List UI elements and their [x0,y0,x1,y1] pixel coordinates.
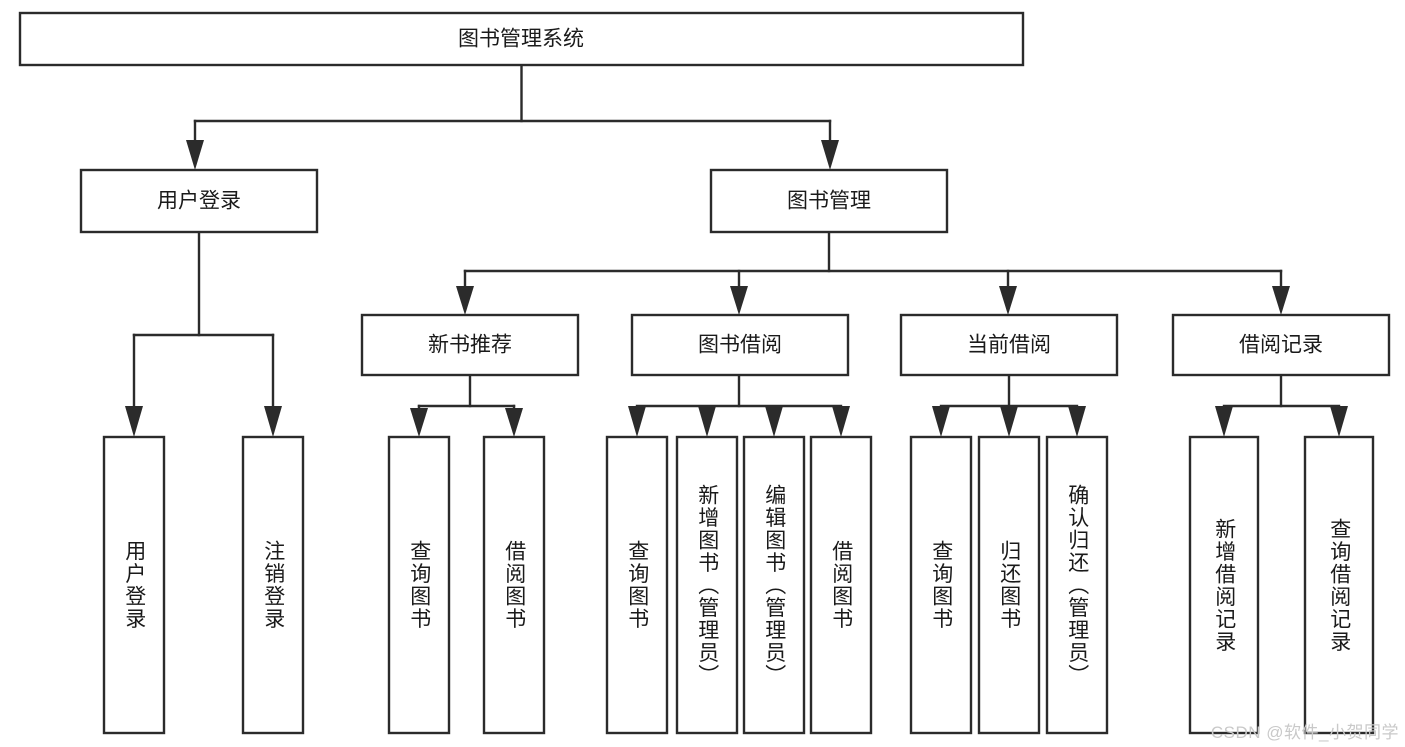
arrow-leaf-add-record [1215,406,1233,437]
leaf-box-add-record[interactable] [1188,435,1260,735]
arrow-leaf-user-login [125,406,143,437]
nodes-group: 图书管理系统 用户登录 图书管理 新书推荐 图书借阅 当前借阅 借阅记录 [18,11,1391,735]
node-book-mgmt-label: 图书管理 [787,190,871,213]
arrow-to-current [999,286,1017,315]
node-root-label: 图书管理系统 [458,28,584,51]
arrow-to-borrow [730,286,748,315]
node-borrow-book-box[interactable] [630,313,850,377]
leaf-box-query-book-2[interactable] [605,435,669,735]
leaf-box-logout[interactable] [241,435,305,735]
node-borrow-book-label: 图书借阅 [698,334,782,357]
node-current-borrow-box[interactable] [899,313,1119,377]
node-user-login-box[interactable] [79,168,319,234]
arrow-leaf-confirm-return [1068,406,1086,437]
arrow-to-records [1272,286,1290,315]
leaf-box-borrow-book-1[interactable] [482,435,546,735]
arrow-to-new-book [456,286,474,315]
node-new-book-label: 新书推荐 [428,334,512,357]
node-current-borrow-label: 当前借阅 [967,334,1051,357]
leaf-box-query-book-1[interactable] [387,435,451,735]
arrow-leaf-query-record [1330,406,1348,437]
arrow-to-book-mgmt [821,140,839,170]
node-borrow-record-box[interactable] [1171,313,1391,377]
leaf-box-edit-book[interactable] [742,435,806,735]
leaf-box-return-book[interactable] [977,435,1041,735]
leaf-box-user-login[interactable] [102,435,166,735]
leaf-box-borrow-book-2[interactable] [809,435,873,735]
arrow-leaf-borrow-book-1 [505,408,523,437]
arrow-leaf-query-book-1 [410,408,428,437]
node-new-book-box[interactable] [360,313,580,377]
arrow-leaf-add-book [698,406,716,437]
edges-group [125,63,1348,437]
arrow-leaf-query-book-2 [628,406,646,437]
node-borrow-record-label: 借阅记录 [1239,334,1323,357]
watermark-text: CSDN @软件_小贺同学 [1210,723,1399,742]
node-book-mgmt-box[interactable] [709,168,949,234]
leaf-box-add-book[interactable] [675,435,739,735]
arrow-leaf-edit-book [765,406,783,437]
arrow-leaf-borrow-book-2 [832,406,850,437]
arrow-leaf-return-book [1000,406,1018,437]
arrow-to-user-login [186,140,204,170]
leaf-box-query-book-3[interactable] [909,435,973,735]
leaf-box-confirm-return[interactable] [1045,435,1109,735]
node-user-login-label: 用户登录 [157,190,241,213]
leaf-box-query-record[interactable] [1303,435,1375,735]
arrow-leaf-query-book-3 [932,406,950,437]
arrow-leaf-logout [264,406,282,437]
node-root-box[interactable] [18,11,1025,67]
